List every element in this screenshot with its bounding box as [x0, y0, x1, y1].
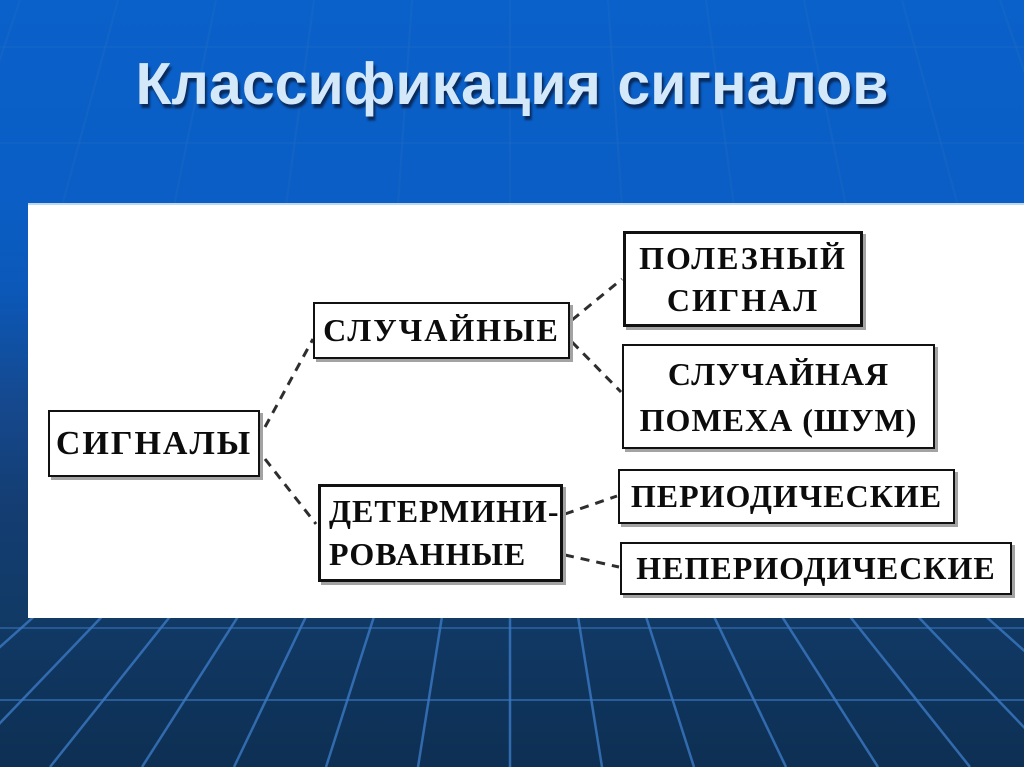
connector-signals-deterministic: [263, 458, 318, 525]
node-useful-signal-line1: ПОЛЕЗНЫЙ: [639, 240, 847, 276]
slide-title: Классификация сигналов: [135, 51, 889, 117]
node-random-noise-line1: СЛУЧАЙНАЯ: [667, 355, 890, 392]
node-signals-label: СИГНАЛЫ: [55, 424, 253, 462]
node-deterministic-line1: ДЕТЕРМИНИ-: [329, 493, 560, 529]
connector-random-useful: [571, 277, 623, 322]
node-random-label: СЛУЧАЙНЫЕ: [323, 312, 560, 348]
node-aperiodic-label: НЕПЕРИОДИЧЕСКИЕ: [636, 550, 996, 586]
connector-deterministic-periodic: [564, 494, 618, 516]
node-random-noise: СЛУЧАЙНАЯ ПОМЕХА (ШУМ): [622, 344, 935, 449]
node-aperiodic: НЕПЕРИОДИЧЕСКИЕ: [620, 542, 1012, 595]
node-useful-signal-line2: СИГНАЛ: [666, 282, 820, 318]
node-useful-signal: ПОЛЕЗНЫЙ СИГНАЛ: [623, 231, 863, 327]
node-deterministic: ДЕТЕРМИНИ- РОВАННЫЕ: [318, 484, 563, 582]
diagram-panel: СИГНАЛЫ СЛУЧАЙНЫЕ ПОЛЕЗНЫЙ СИГНАЛ СЛУЧАЙ…: [28, 203, 1024, 618]
node-periodic-label: ПЕРИОДИЧЕСКИЕ: [630, 478, 943, 514]
node-random: СЛУЧАЙНЫЕ: [313, 302, 570, 359]
connector-random-noise: [570, 340, 623, 394]
node-random-noise-line2: ПОМЕХА (ШУМ): [639, 401, 918, 438]
connector-deterministic-aperiodic: [564, 553, 620, 569]
connector-signals-random: [263, 338, 315, 428]
connector-lines: [263, 277, 623, 569]
node-deterministic-line2: РОВАННЫЕ: [329, 536, 527, 572]
node-periodic: ПЕРИОДИЧЕСКИЕ: [618, 469, 955, 524]
node-signals: СИГНАЛЫ: [48, 410, 260, 477]
